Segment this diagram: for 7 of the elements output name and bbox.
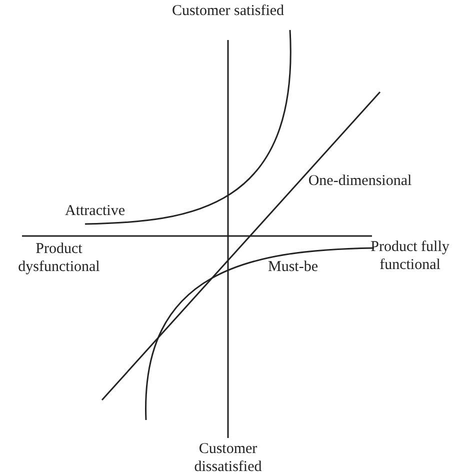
axis-label: Product dysfunctional: [17, 240, 101, 276]
axis-label: Customer satisfied: [170, 2, 286, 20]
axis-label: Product fully functional: [370, 238, 450, 274]
curve-label: One-dimensional: [307, 172, 413, 190]
axis-label: Customer dissatisfied: [193, 440, 263, 474]
curve-label: Must-be: [267, 258, 319, 276]
curve-label: Attractive: [64, 202, 126, 220]
